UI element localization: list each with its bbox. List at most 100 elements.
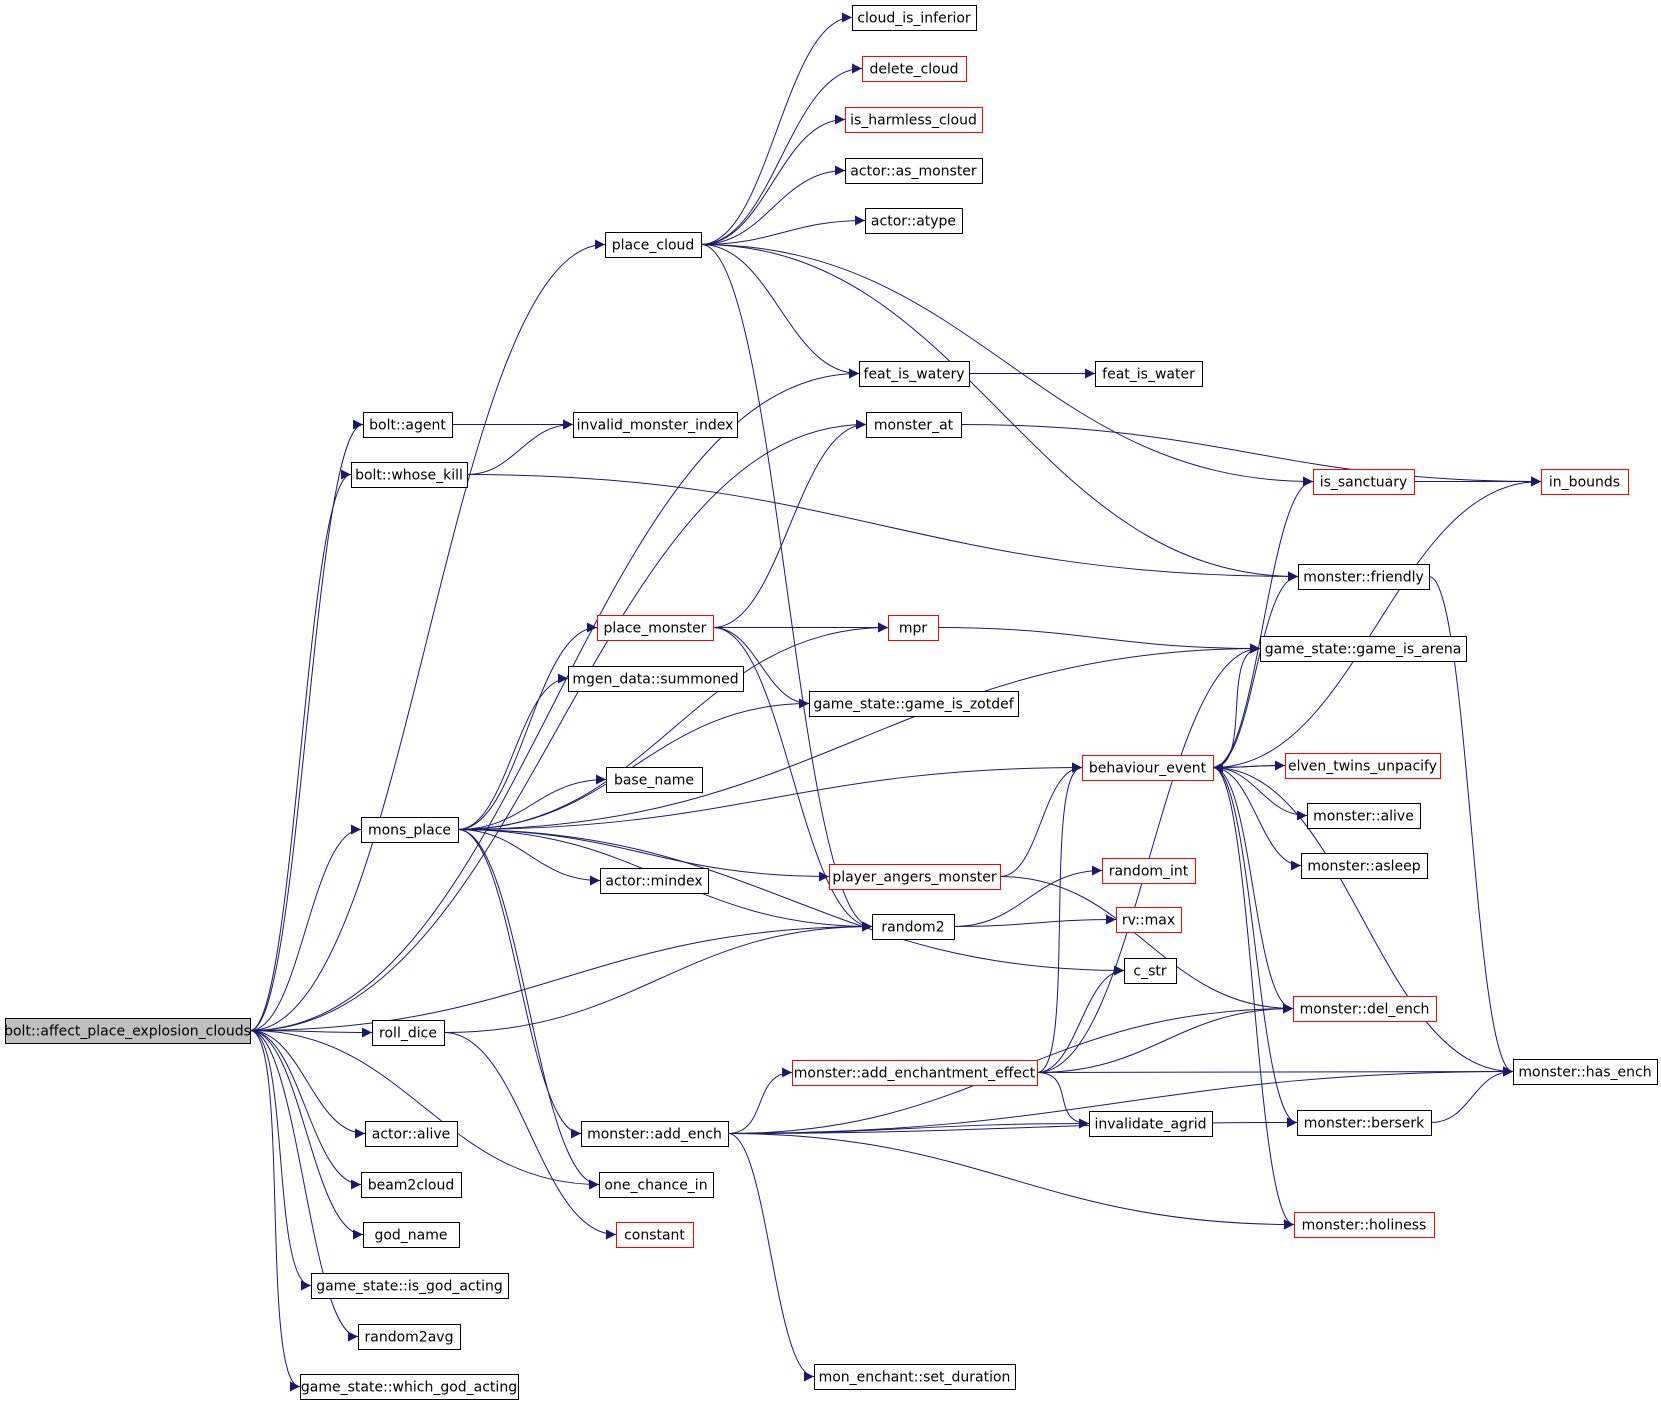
node-add-enchantment-effect[interactable]: monster::add_enchantment_effect	[792, 1060, 1038, 1086]
node-label: actor::mindex	[605, 874, 702, 890]
node-base-name[interactable]: base_name	[606, 767, 703, 793]
node-label: place_monster	[604, 621, 707, 637]
node-god-name[interactable]: god_name	[363, 1222, 460, 1248]
node-monster-asleep[interactable]: monster::asleep	[1301, 853, 1428, 879]
node-monster-alive[interactable]: monster::alive	[1307, 803, 1421, 829]
node-box	[792, 1060, 1038, 1086]
node-box	[865, 208, 963, 234]
call-edge-add_enchantment_effect-to-invalidate_agrid	[1036, 1072, 1090, 1129]
node-bolt-agent[interactable]: bolt::agent	[363, 412, 453, 438]
node-box	[1298, 564, 1430, 590]
node-label: roll_dice	[379, 1026, 437, 1042]
node-box	[1313, 469, 1415, 495]
node-game-is-arena[interactable]: game_state::game_is_arena	[1260, 636, 1467, 662]
node-invalidate-agrid[interactable]: invalidate_agrid	[1089, 1111, 1213, 1137]
node-label: invalid_monster_index	[577, 418, 734, 434]
call-edge-mons_place-to-monster_add_ench	[457, 829, 582, 1139]
node-label: base_name	[614, 773, 694, 789]
call-edge-elven_twins_unpacify-to-behaviour_event	[1212, 762, 1286, 773]
call-edge-bolt_affect_place_explosion_clouds-to-roll_dice	[249, 1027, 373, 1038]
call-edge-mons_place-to-mgen_summoned	[457, 673, 569, 830]
node-label: constant	[624, 1228, 685, 1244]
node-box	[361, 1172, 462, 1198]
node-random-int[interactable]: random_int	[1102, 858, 1196, 884]
node-rv-max[interactable]: rv::max	[1116, 907, 1182, 933]
node-actor-alive[interactable]: actor::alive	[365, 1121, 458, 1147]
call-edge-mons_place-to-place_monster	[457, 622, 598, 830]
node-mgen-summoned[interactable]: mgen_data::summoned	[568, 666, 744, 692]
node-label: monster::friendly	[1303, 570, 1424, 586]
call-edge-bolt_affect_place_explosion_clouds-to-bolt_agent	[249, 419, 364, 1031]
node-bolt-whose-kill[interactable]: bolt::whose_kill	[351, 462, 468, 488]
node-label: delete_cloud	[869, 62, 958, 78]
node-elven-twins-unpacify[interactable]: elven_twins_unpacify	[1285, 753, 1441, 779]
node-mons-place[interactable]: mons_place	[361, 817, 459, 843]
node-feat-is-water[interactable]: feat_is_water	[1095, 361, 1203, 387]
node-roll-dice[interactable]: roll_dice	[372, 1020, 445, 1046]
call-edge-behaviour_event-to-monster_holiness	[1212, 767, 1295, 1230]
call-edge-mons_place-to-one_chance_in	[457, 829, 600, 1190]
node-behaviour-event[interactable]: behaviour_event	[1082, 755, 1214, 781]
node-beam2cloud[interactable]: beam2cloud	[361, 1172, 462, 1198]
call-edge-bolt_affect_place_explosion_clouds-to-beam2cloud	[249, 1030, 362, 1190]
node-monster-berserk[interactable]: monster::berserk	[1297, 1110, 1432, 1136]
node-box	[814, 1364, 1016, 1390]
node-box	[872, 914, 955, 940]
node-label: game_state::game_is_zotdef	[813, 697, 1014, 713]
node-label: game_state::is_god_acting	[316, 1279, 503, 1295]
node-game-is-zotdef[interactable]: game_state::game_is_zotdef	[809, 691, 1019, 717]
node-player-angers-monster[interactable]: player_angers_monster	[829, 864, 1001, 890]
node-is-sanctuary[interactable]: is_sanctuary	[1313, 469, 1415, 495]
node-label: bolt::affect_place_explosion_clouds	[4, 1024, 251, 1040]
node-label: god_name	[374, 1228, 447, 1244]
node-is-harmless-cloud[interactable]: is_harmless_cloud	[845, 107, 983, 133]
node-label: mons_place	[368, 823, 451, 839]
call-edge-place_cloud-to-is_sanctuary	[700, 244, 1314, 487]
node-box	[311, 1273, 509, 1299]
node-delete-cloud[interactable]: delete_cloud	[862, 56, 967, 82]
node-mpr[interactable]: mpr	[888, 615, 939, 641]
node-monster-add-ench[interactable]: monster::add_ench	[581, 1121, 729, 1147]
node-box	[888, 615, 939, 641]
node-place-cloud[interactable]: place_cloud	[605, 232, 702, 258]
node-monster-friendly[interactable]: monster::friendly	[1298, 564, 1430, 590]
node-box	[1260, 636, 1467, 662]
node-random2[interactable]: random2	[872, 914, 955, 940]
node-place-monster[interactable]: place_monster	[597, 615, 714, 641]
node-monster-holiness[interactable]: monster::holiness	[1294, 1212, 1435, 1238]
node-random2avg[interactable]: random2avg	[358, 1324, 461, 1350]
node-actor-atype[interactable]: actor::atype	[865, 208, 963, 234]
node-invalid-monster-index[interactable]: invalid_monster_index	[573, 412, 738, 438]
call-edge-place_cloud-to-random2	[700, 244, 873, 932]
node-label: is_sanctuary	[1320, 475, 1408, 491]
node-cloud-is-inferior[interactable]: cloud_is_inferior	[852, 5, 977, 31]
call-edge-bolt_affect_place_explosion_clouds-to-random2	[249, 921, 873, 1031]
node-is-god-acting[interactable]: game_state::is_god_acting	[311, 1273, 509, 1299]
node-monster-has-ench[interactable]: monster::has_ench	[1513, 1059, 1658, 1085]
call-edge-place_monster-to-random2	[712, 627, 873, 932]
call-edge-roll_dice-to-constant	[443, 1032, 617, 1240]
call-edge-bolt_affect_place_explosion_clouds-to-actor_alive	[249, 1030, 366, 1139]
node-actor-mindex[interactable]: actor::mindex	[600, 868, 709, 894]
node-label: invalidate_agrid	[1095, 1117, 1207, 1133]
node-feat-is-watery[interactable]: feat_is_watery	[859, 361, 970, 387]
node-c-str[interactable]: c_str	[1124, 958, 1177, 984]
call-edge-place_cloud-to-feat_is_watery	[700, 244, 860, 379]
node-constant[interactable]: constant	[616, 1222, 694, 1248]
call-edge-behaviour_event-to-monster_del_ench	[1212, 767, 1294, 1014]
call-edge-monster_add_ench-to-set_duration	[727, 1133, 815, 1382]
call-edge-place_monster-to-game_is_zotdef	[712, 627, 810, 709]
node-monster-del-ench[interactable]: monster::del_ench	[1293, 996, 1437, 1022]
node-box	[606, 767, 703, 793]
call-edge-mpr-to-game_is_arena	[937, 627, 1261, 654]
node-in-bounds[interactable]: in_bounds	[1541, 469, 1629, 495]
node-actor-as-monster[interactable]: actor::as_monster	[845, 158, 983, 184]
node-box	[605, 232, 702, 258]
node-which-god-acting[interactable]: game_state::which_god_acting	[300, 1374, 519, 1400]
node-set-duration[interactable]: mon_enchant::set_duration	[814, 1364, 1016, 1390]
node-monster-at[interactable]: monster_at	[866, 412, 962, 438]
node-one-chance-in[interactable]: one_chance_in	[599, 1172, 714, 1198]
node-box	[363, 1222, 460, 1248]
call-edge-player_angers_monster-to-behaviour_event	[999, 762, 1083, 877]
call-edge-place_cloud-to-cloud_is_inferior	[700, 12, 853, 245]
